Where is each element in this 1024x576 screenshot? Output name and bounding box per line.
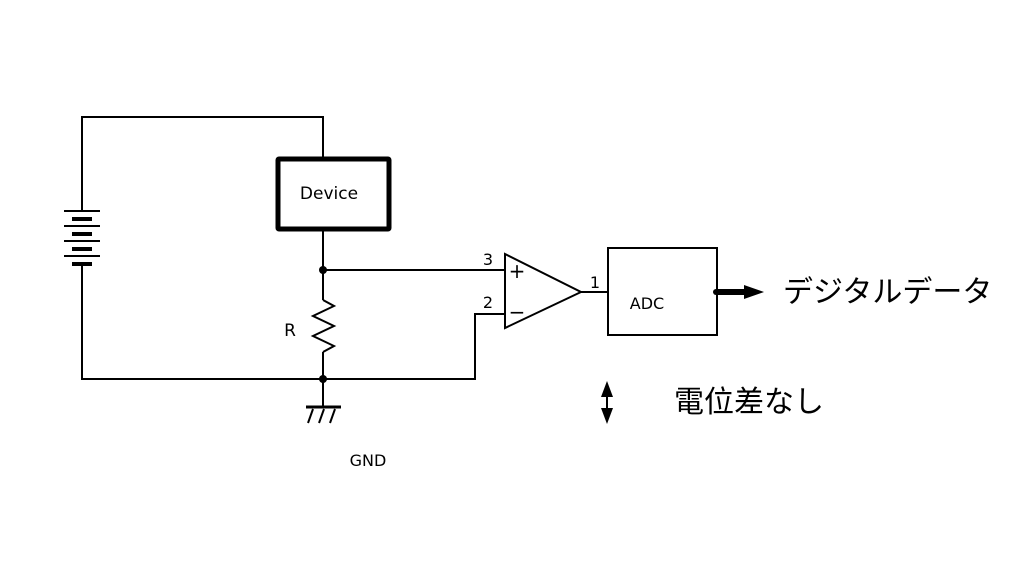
adc-label: ADC [630,294,664,313]
legend-label: 電位差なし [674,385,824,420]
ground-label: GND [350,451,387,470]
wires [81,116,608,406]
junction-dot-top [319,266,327,274]
double-arrow-icon [601,381,613,424]
junction-dot-bottom [319,375,327,383]
output-arrow-icon [713,285,764,299]
device-block: Device [275,156,392,232]
resistor-icon [310,299,337,353]
opamp-pin-3: 3 [483,250,493,269]
opamp-plus-sign: + [509,259,526,283]
opamp-pin-2: 2 [483,293,493,312]
output-label: デジタルデータ [783,275,992,310]
wire-left-bottom [81,264,505,380]
resistor-label: R [284,321,296,341]
wire-top [81,116,324,211]
device-label: Device [300,184,358,204]
ground-icon [306,405,341,424]
opamp-pin-1: 1 [590,273,600,292]
battery-icon [64,210,100,266]
opamp-icon [504,252,584,330]
adc-block: ADC [607,247,718,336]
opamp-minus-sign: − [509,300,526,324]
